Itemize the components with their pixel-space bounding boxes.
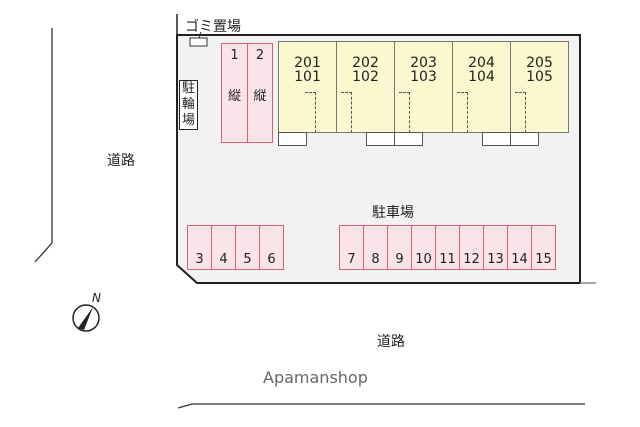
parking-number: 10: [415, 252, 432, 267]
watermark: Apamanshop: [263, 368, 368, 387]
balcony: [394, 132, 423, 146]
slot-type: 縦: [227, 89, 241, 104]
unit: 203 103: [394, 41, 453, 133]
parking-space: 9: [387, 225, 412, 270]
slot-number: 1: [230, 48, 239, 63]
parking-number: 13: [487, 252, 504, 267]
parking-space: 6: [259, 225, 284, 270]
bike-slot: 2 縦: [247, 43, 273, 143]
unit-upper-number: 202: [352, 55, 379, 71]
road-edge-south: [177, 403, 585, 409]
entrance-marker: [515, 92, 526, 133]
parking-number: 15: [535, 252, 552, 267]
parking-number: 14: [511, 252, 528, 267]
compass-icon: [72, 304, 100, 332]
parking-space: 15: [531, 225, 556, 270]
unit-upper-number: 204: [468, 55, 495, 71]
unit-upper-number: 205: [526, 55, 553, 71]
parking-space: 4: [211, 225, 236, 270]
entrance-marker: [305, 92, 316, 133]
bicycle-parking-label: 駐 輪 場: [179, 80, 198, 130]
parking-number: 11: [439, 252, 456, 267]
garbage-box: [189, 37, 208, 47]
unit: 205 105: [510, 41, 569, 133]
road-south-label: 道路: [377, 334, 405, 350]
slot-number: 2: [255, 48, 265, 63]
parking-space: 5: [235, 225, 260, 270]
unit-lower-number: 101: [294, 69, 321, 85]
label-char: 場: [181, 113, 195, 128]
parking-space: 3: [187, 225, 212, 270]
parking-number: 9: [395, 252, 404, 267]
parking-space: 12: [459, 225, 484, 270]
parking-number: 6: [267, 252, 276, 267]
unit-lower-number: 102: [352, 69, 379, 85]
entrance-marker: [399, 92, 410, 133]
road-edge-west: [34, 28, 53, 263]
balcony: [482, 132, 511, 146]
parking-number: 3: [195, 252, 204, 267]
parking-number: 4: [219, 252, 228, 267]
compass-north-label: N: [92, 291, 101, 305]
parking-lot-label: 駐車場: [372, 205, 414, 221]
balcony: [278, 132, 307, 146]
entrance-marker: [457, 92, 468, 133]
unit: 204 104: [452, 41, 511, 133]
balcony: [510, 132, 539, 146]
road-west-label: 道路: [107, 153, 135, 169]
label-char: 駐: [181, 81, 195, 96]
unit-lower-number: 104: [468, 69, 495, 85]
bike-slot: 1 縦: [221, 43, 248, 143]
parking-space: 11: [435, 225, 460, 270]
garbage-area-label: ゴミ置場: [185, 19, 241, 35]
parking-space: 10: [411, 225, 436, 270]
parking-space: 13: [483, 225, 508, 270]
entrance-marker: [341, 92, 352, 133]
unit-upper-number: 201: [294, 55, 321, 71]
unit-lower-number: 103: [410, 69, 437, 85]
unit-upper-number: 203: [410, 55, 437, 71]
unit: 202 102: [336, 41, 395, 133]
label-char: 輪: [181, 97, 195, 112]
slot-type: 縦: [253, 89, 267, 104]
unit-lower-number: 105: [526, 69, 553, 85]
unit: 201 101: [278, 41, 337, 133]
parking-space: 8: [363, 225, 388, 270]
parking-space: 14: [507, 225, 532, 270]
parking-number: 5: [243, 252, 252, 267]
parking-number: 12: [463, 252, 480, 267]
parking-number: 7: [347, 252, 356, 267]
parking-space: 7: [339, 225, 364, 270]
parking-number: 8: [371, 252, 380, 267]
balcony: [366, 132, 395, 146]
